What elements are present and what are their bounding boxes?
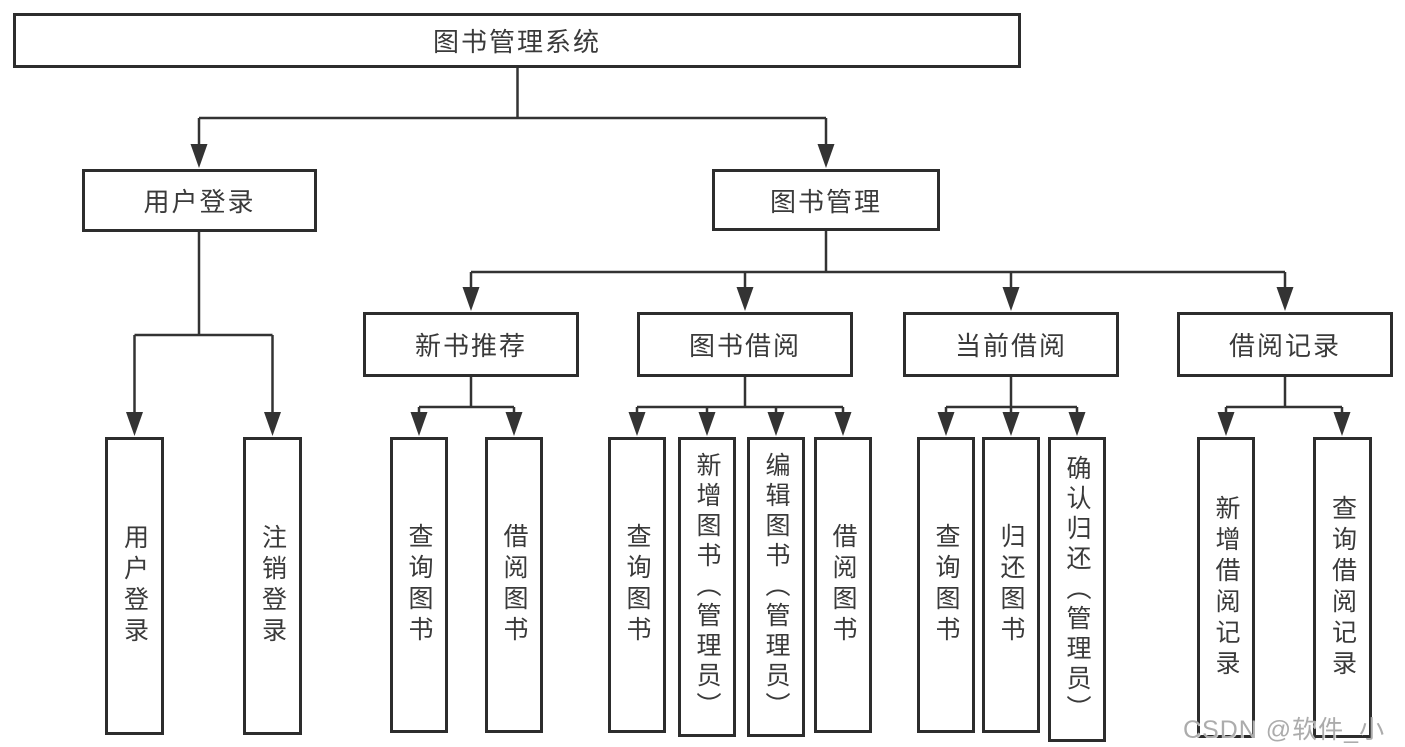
node-query-books-current: 查询图书 (917, 437, 975, 733)
arrowhead-icons (126, 144, 1351, 436)
node-query-borrow-record: 查询借阅记录 (1313, 437, 1372, 738)
connector-lines (133, 68, 1344, 413)
node-user-login-leaf: 用户登录 (105, 437, 164, 735)
node-user-login: 用户登录 (82, 169, 317, 232)
node-query-books-recommend: 查询图书 (390, 437, 448, 733)
node-book-management: 图书管理 (712, 169, 940, 231)
node-new-book-recommendation: 新书推荐 (363, 312, 579, 377)
node-logout: 注销登录 (243, 437, 302, 735)
node-add-books-admin: 新增图书（管理员） (678, 437, 736, 737)
node-book-borrowing: 图书借阅 (637, 312, 853, 377)
node-add-borrow-record: 新增借阅记录 (1197, 437, 1255, 738)
node-borrow-books-recommend: 借阅图书 (485, 437, 543, 733)
node-query-books-borrowing: 查询图书 (608, 437, 666, 733)
node-borrow-books-borrowing: 借阅图书 (814, 437, 872, 733)
node-current-borrowing: 当前借阅 (903, 312, 1119, 377)
node-library-management-system: 图书管理系统 (13, 13, 1021, 68)
node-edit-books-admin: 编辑图书（管理员） (747, 437, 805, 737)
node-confirm-return-admin: 确认归还（管理员） (1048, 437, 1106, 742)
node-return-books: 归还图书 (982, 437, 1040, 733)
node-borrowing-records: 借阅记录 (1177, 312, 1393, 377)
